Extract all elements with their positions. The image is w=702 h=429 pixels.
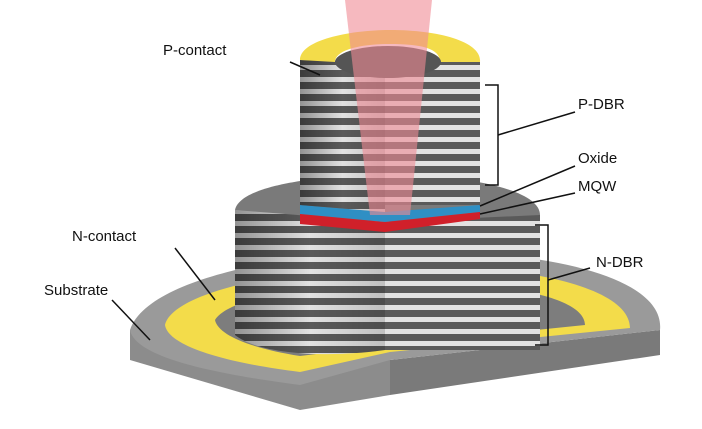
label-n-contact: N-contact <box>72 228 137 245</box>
label-substrate: Substrate <box>44 282 109 299</box>
mqw-layer <box>300 212 480 232</box>
label-n-dbr: N-DBR <box>596 254 644 271</box>
laser-beam <box>345 0 432 215</box>
label-p-contact: P-contact <box>163 42 227 59</box>
p-contact-ring <box>300 30 481 62</box>
label-mqw: MQW <box>578 178 617 195</box>
leader-lines <box>111 61 591 346</box>
label-p-dbr: P-DBR <box>578 96 625 113</box>
label-oxide: Oxide <box>578 150 618 167</box>
